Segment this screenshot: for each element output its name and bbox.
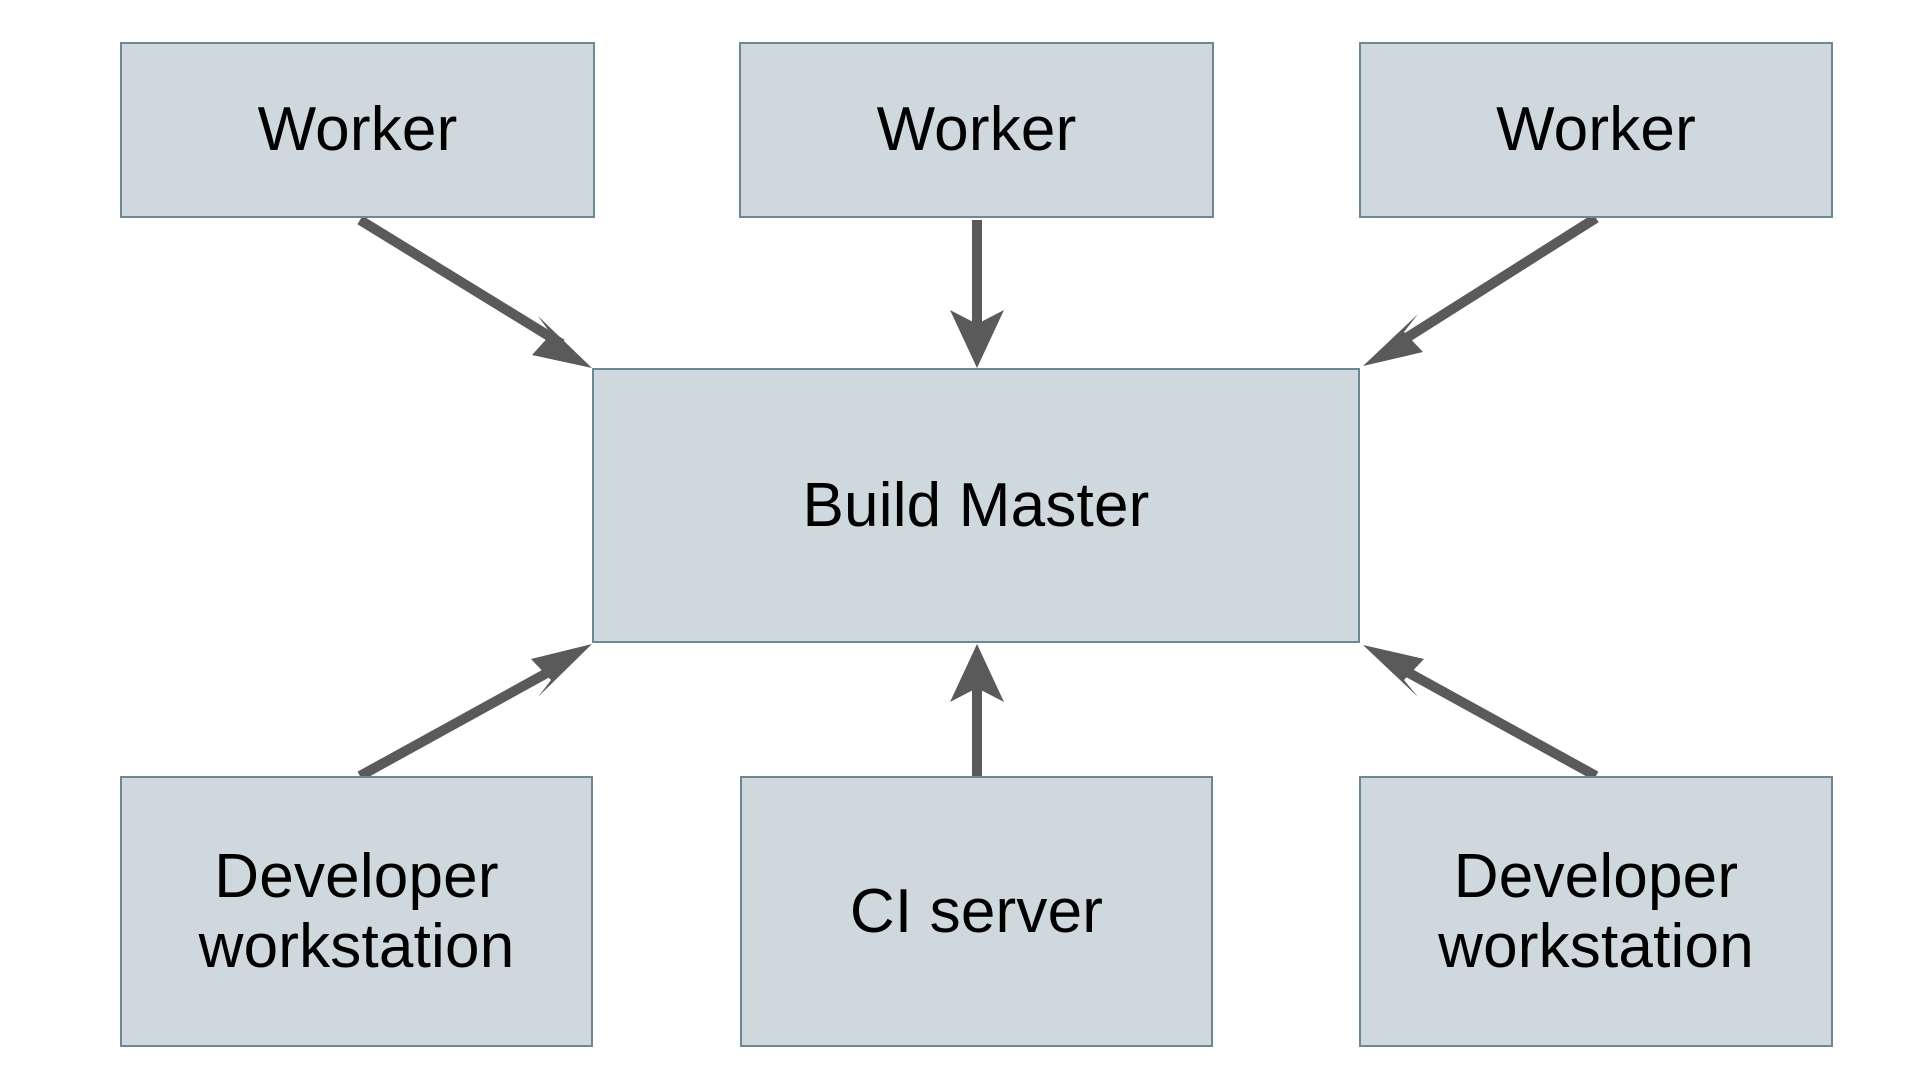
node-developer-workstation-left[interactable]: Developer workstation — [120, 776, 593, 1047]
edge-worker-1-to-master — [357, 215, 592, 368]
node-developer-workstation-right[interactable]: Developer workstation — [1359, 776, 1833, 1047]
node-build-master[interactable]: Build Master — [592, 368, 1360, 643]
edge-dev-right-to-master — [1363, 645, 1599, 781]
node-worker-3[interactable]: Worker — [1359, 42, 1833, 218]
edge-ci-to-master — [950, 644, 1004, 776]
node-developer-workstation-right-label: Developer workstation — [1438, 842, 1754, 981]
node-build-master-label: Build Master — [802, 470, 1150, 540]
node-worker-2-label: Worker — [876, 95, 1077, 165]
node-worker-1-label: Worker — [257, 95, 458, 165]
node-worker-1[interactable]: Worker — [120, 42, 595, 218]
edge-worker-3-to-master — [1363, 213, 1599, 366]
node-worker-2[interactable]: Worker — [739, 42, 1214, 218]
node-ci-server[interactable]: CI server — [740, 776, 1213, 1047]
edge-dev-left-to-master — [357, 644, 592, 781]
node-worker-3-label: Worker — [1496, 95, 1696, 165]
node-developer-workstation-left-label: Developer workstation — [198, 842, 515, 981]
edge-worker-2-to-master — [950, 220, 1004, 368]
node-ci-server-label: CI server — [849, 876, 1104, 946]
